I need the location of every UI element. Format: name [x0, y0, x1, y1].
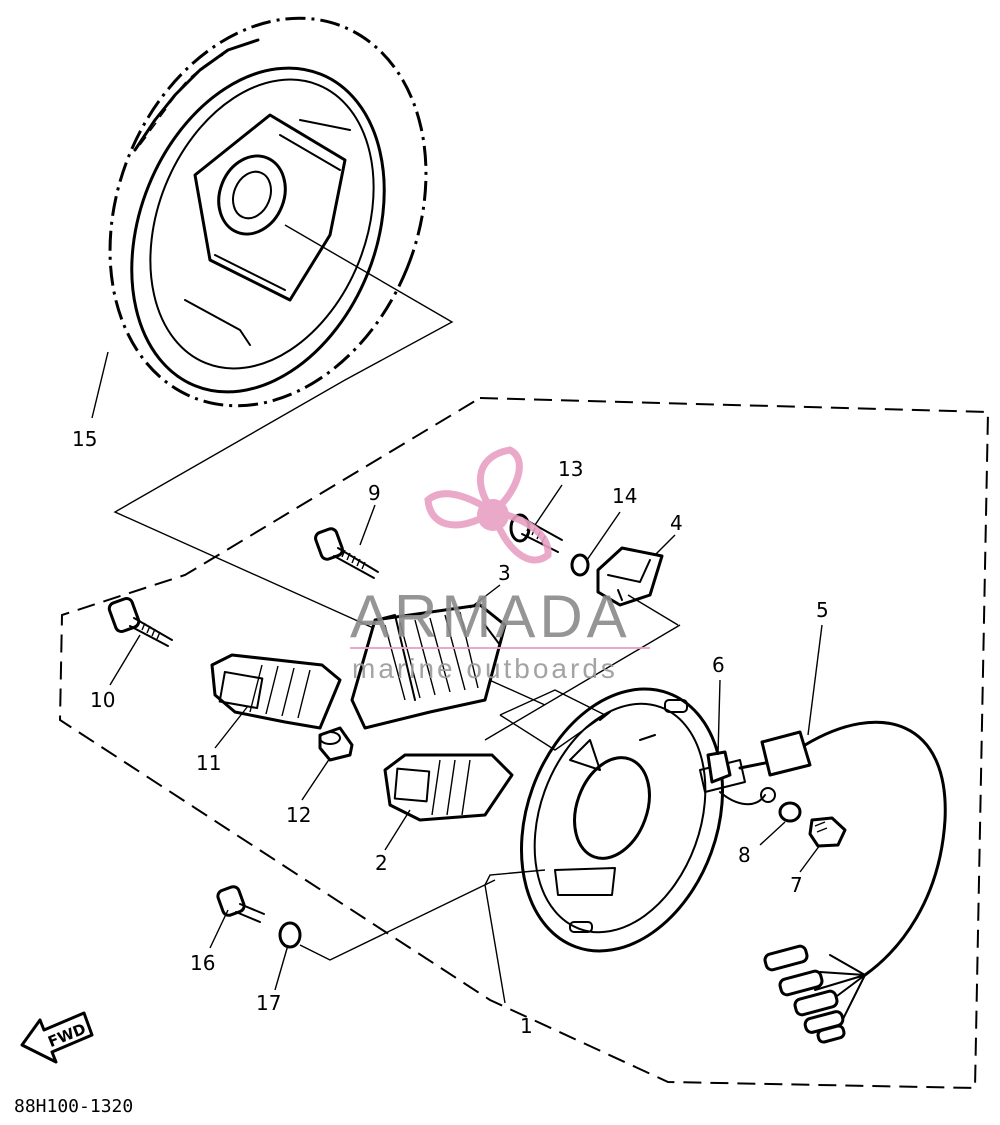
part-label-4: 4: [670, 511, 683, 535]
part-label-9: 9: [368, 481, 381, 505]
diagram-code: 88H100-1320: [14, 1096, 133, 1117]
part-labels: 1 2 3 4 5 6 7 8 9 10 11 12 13 14 15 16 1…: [72, 427, 829, 1038]
watermark: ARMADA marine outboards: [350, 446, 650, 684]
part-label-7: 7: [790, 873, 803, 897]
flywheel-leader: [113, 224, 546, 706]
part-label-14: 14: [612, 484, 637, 508]
bolt-10-part: [107, 596, 173, 647]
screw-7-part: [808, 816, 847, 848]
bolt-16-part: [216, 885, 265, 923]
part-label-5: 5: [816, 598, 829, 622]
fwd-arrow: FWD: [20, 1011, 94, 1064]
coil-2-part: [383, 753, 514, 822]
part-label-3: 3: [498, 561, 511, 585]
coil-3-part: [350, 603, 507, 730]
part-label-16: 16: [190, 951, 215, 975]
watermark-subtitle: marine outboards: [352, 653, 618, 684]
bolt-9-part: [314, 527, 379, 579]
flywheel-part: [108, 16, 428, 408]
stator-plate-part: [519, 687, 725, 953]
part-label-17: 17: [256, 991, 281, 1015]
part-label-13: 13: [558, 457, 583, 481]
part-label-11: 11: [196, 751, 221, 775]
clamp-6-part: [706, 750, 732, 784]
watermark-title: ARMADA: [350, 583, 631, 650]
part-label-8: 8: [738, 843, 751, 867]
leader-lines: [91, 351, 823, 1004]
washer-14-part: [570, 553, 590, 577]
part-label-10: 10: [90, 688, 115, 712]
assembly-boundary: [58, 396, 990, 1090]
propeller-logo-icon: [424, 446, 552, 564]
part-label-2: 2: [375, 851, 388, 875]
wire-harness-part: [699, 720, 947, 1044]
part-label-6: 6: [712, 653, 725, 677]
coil-4-part: [596, 546, 679, 626]
part-label-15: 15: [72, 427, 97, 451]
part-label-1: 1: [520, 1014, 533, 1038]
washer-8-part: [778, 801, 802, 823]
spacer-12-part: [318, 726, 354, 762]
coil-11-part: [210, 653, 342, 730]
part-label-12: 12: [286, 803, 311, 827]
washer-17-part: [278, 921, 302, 949]
